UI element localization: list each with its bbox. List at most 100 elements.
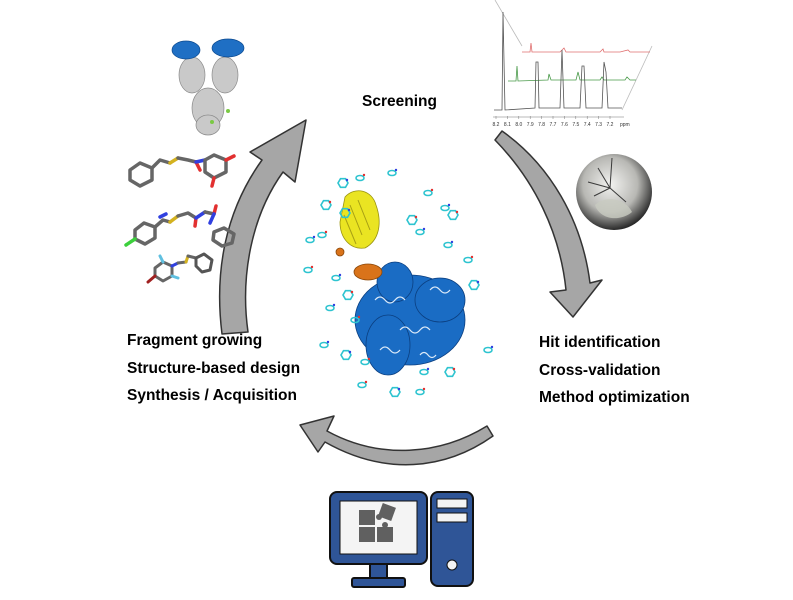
computer-tower xyxy=(430,491,474,587)
fragment-atom xyxy=(394,168,398,172)
fragment-molecule xyxy=(419,368,429,376)
fragment-atom xyxy=(447,203,451,207)
fragment-atom xyxy=(364,380,368,384)
fragment-molecule xyxy=(339,207,351,219)
fragment-atom xyxy=(414,215,418,219)
fragment-molecule xyxy=(319,341,329,349)
fragment-atom xyxy=(422,387,426,391)
fragment-molecule xyxy=(483,346,493,354)
fragment-atom xyxy=(338,273,342,277)
step-label-hit-identification: Hit identification xyxy=(539,334,661,351)
nmr-tick-label: 7.6 xyxy=(561,122,568,128)
fragment-atom xyxy=(350,290,354,294)
ligand-1 xyxy=(128,153,236,188)
fragment-molecule xyxy=(342,289,354,301)
fragment-molecule xyxy=(447,209,459,221)
protein-helix-highlights xyxy=(374,286,451,359)
fragment-atom xyxy=(332,303,336,307)
fragment-atom xyxy=(348,350,352,354)
fragment-atom xyxy=(326,340,330,344)
nmr-tick-label: 8.1 xyxy=(504,122,511,128)
fragment-molecule xyxy=(468,279,480,291)
arrow-bottom-left xyxy=(299,415,494,466)
fragment-molecule xyxy=(331,274,341,282)
fragment-atom xyxy=(357,315,361,319)
arrow-left-up xyxy=(218,119,307,335)
fragment-atom xyxy=(455,210,459,214)
step-label-screening: Screening xyxy=(362,93,437,110)
step-label-cross-validation: Cross-validation xyxy=(539,361,661,379)
fragment-atom xyxy=(367,357,371,361)
fragment-molecule xyxy=(387,169,397,177)
fragment-atom xyxy=(324,230,328,234)
nmr-tick-label: 7.9 xyxy=(527,122,534,128)
fragment-molecule xyxy=(440,204,450,212)
fragment-atom xyxy=(426,367,430,371)
fragment-molecule xyxy=(444,366,456,378)
fragment-molecule xyxy=(415,388,425,396)
fragment-molecule xyxy=(325,304,335,312)
fragment-molecule xyxy=(406,214,418,226)
fragment-atom xyxy=(452,367,456,371)
nmr-spectra xyxy=(494,0,653,111)
fragment-molecule xyxy=(463,256,473,264)
fragment-atom xyxy=(470,255,474,259)
fragment-atom xyxy=(490,345,494,349)
nmr-tick-label: 7.5 xyxy=(572,122,579,128)
ligand-2 xyxy=(124,204,236,248)
crystal-needles xyxy=(587,157,627,203)
fragment-molecule xyxy=(337,177,349,189)
fragment-molecule xyxy=(320,199,332,211)
nmr-tick-label: 7.4 xyxy=(584,122,591,128)
puzzle-pieces-icon xyxy=(359,503,396,542)
antibody-binding-domains xyxy=(171,38,245,60)
ligand-dot xyxy=(210,120,214,124)
fragment-atom xyxy=(422,227,426,231)
fragment-atom xyxy=(450,240,454,244)
nmr-tick-label: 7.2 xyxy=(607,122,614,128)
fragment-atom xyxy=(345,178,349,182)
right-step-labels: Hit identification Cross-validation Meth… xyxy=(539,335,690,418)
fragment-atom xyxy=(312,235,316,239)
crystal-plate xyxy=(595,199,632,219)
nmr-tick-label: 7.3 xyxy=(595,122,602,128)
protein-orange-helix xyxy=(335,247,383,281)
nmr-tick-label: 7.8 xyxy=(538,122,545,128)
fragment-molecules xyxy=(303,168,494,398)
ligand-3 xyxy=(146,252,214,284)
fragment-molecule xyxy=(350,316,360,324)
fragment-molecule xyxy=(415,228,425,236)
fragment-atom xyxy=(397,387,401,391)
nmr-tick-label: 8.0 xyxy=(515,122,522,128)
nmr-tick-label: 8.2 xyxy=(493,122,500,128)
nmr-trace-black xyxy=(494,11,622,111)
fragment-atom xyxy=(310,265,314,269)
fragment-molecule xyxy=(317,231,327,239)
ligand-dot xyxy=(226,109,230,113)
fragment-molecule xyxy=(423,189,433,197)
step-label-method-optimization: Method optimization xyxy=(539,389,690,406)
fragment-molecule xyxy=(357,381,367,389)
step-label-fragment-growing: Fragment growing xyxy=(127,332,263,349)
antibody-heavy-chain xyxy=(178,56,239,136)
fragment-molecule xyxy=(303,266,313,274)
fragment-atom xyxy=(328,200,332,204)
fragment-molecule xyxy=(443,241,453,249)
nmr-tick-label: 7.7 xyxy=(550,122,557,128)
fragment-molecule xyxy=(355,174,365,182)
nmr-tick-labels: 8.2 8.1 8.0 7.9 7.8 7.7 7.6 7.5 7.4 7.3 7.2 ppm xyxy=(493,116,630,128)
arrow-right-down xyxy=(494,130,603,318)
nmr-unit-label: ppm xyxy=(620,122,630,128)
fragment-molecule xyxy=(305,236,315,244)
fragment-molecule xyxy=(389,386,401,398)
fragment-molecule xyxy=(340,349,352,361)
fragment-atom xyxy=(476,280,480,284)
fragment-atom xyxy=(347,208,351,212)
